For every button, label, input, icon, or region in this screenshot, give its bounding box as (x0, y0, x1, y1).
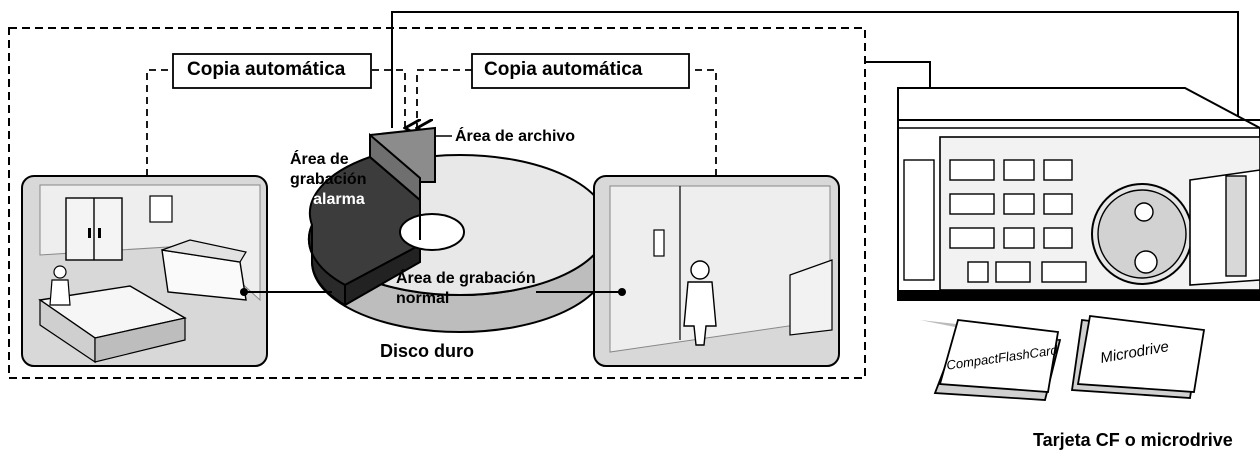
auto-copy-right-box (471, 53, 690, 89)
alarm-area-label-line3: de alarma (290, 191, 365, 208)
hard-disk-icon (307, 126, 609, 333)
left-camera-scene (21, 175, 332, 367)
recorder-device-icon (897, 87, 1260, 301)
archive-area-label: Área de archivo (455, 128, 576, 145)
alarm-area-label-line2: grabación (290, 171, 367, 188)
auto-copy-right-route (417, 69, 717, 176)
auto-copy-left-route (146, 69, 405, 176)
auto-copy-left-label: Copia automática (187, 59, 346, 80)
archive-transfer-line (391, 11, 1238, 166)
cf-microdrive-label: Tarjeta CF o microdrive (1033, 430, 1233, 450)
compactflash-card-icon (920, 319, 1062, 401)
auto-copy-left-box (172, 53, 372, 89)
alarm-area-label-line1: Área de (290, 151, 349, 168)
normal-area-label-line2: normal (396, 290, 450, 307)
system-dashed-boundary (8, 27, 866, 379)
auto-copy-right-label: Copia automática (484, 59, 643, 80)
microdrive-card-icon (1070, 315, 1206, 399)
right-camera-scene (536, 175, 840, 367)
normal-area-label-line1: Área de grabación (396, 270, 536, 287)
hard-disk-label: Disco duro (380, 341, 475, 361)
